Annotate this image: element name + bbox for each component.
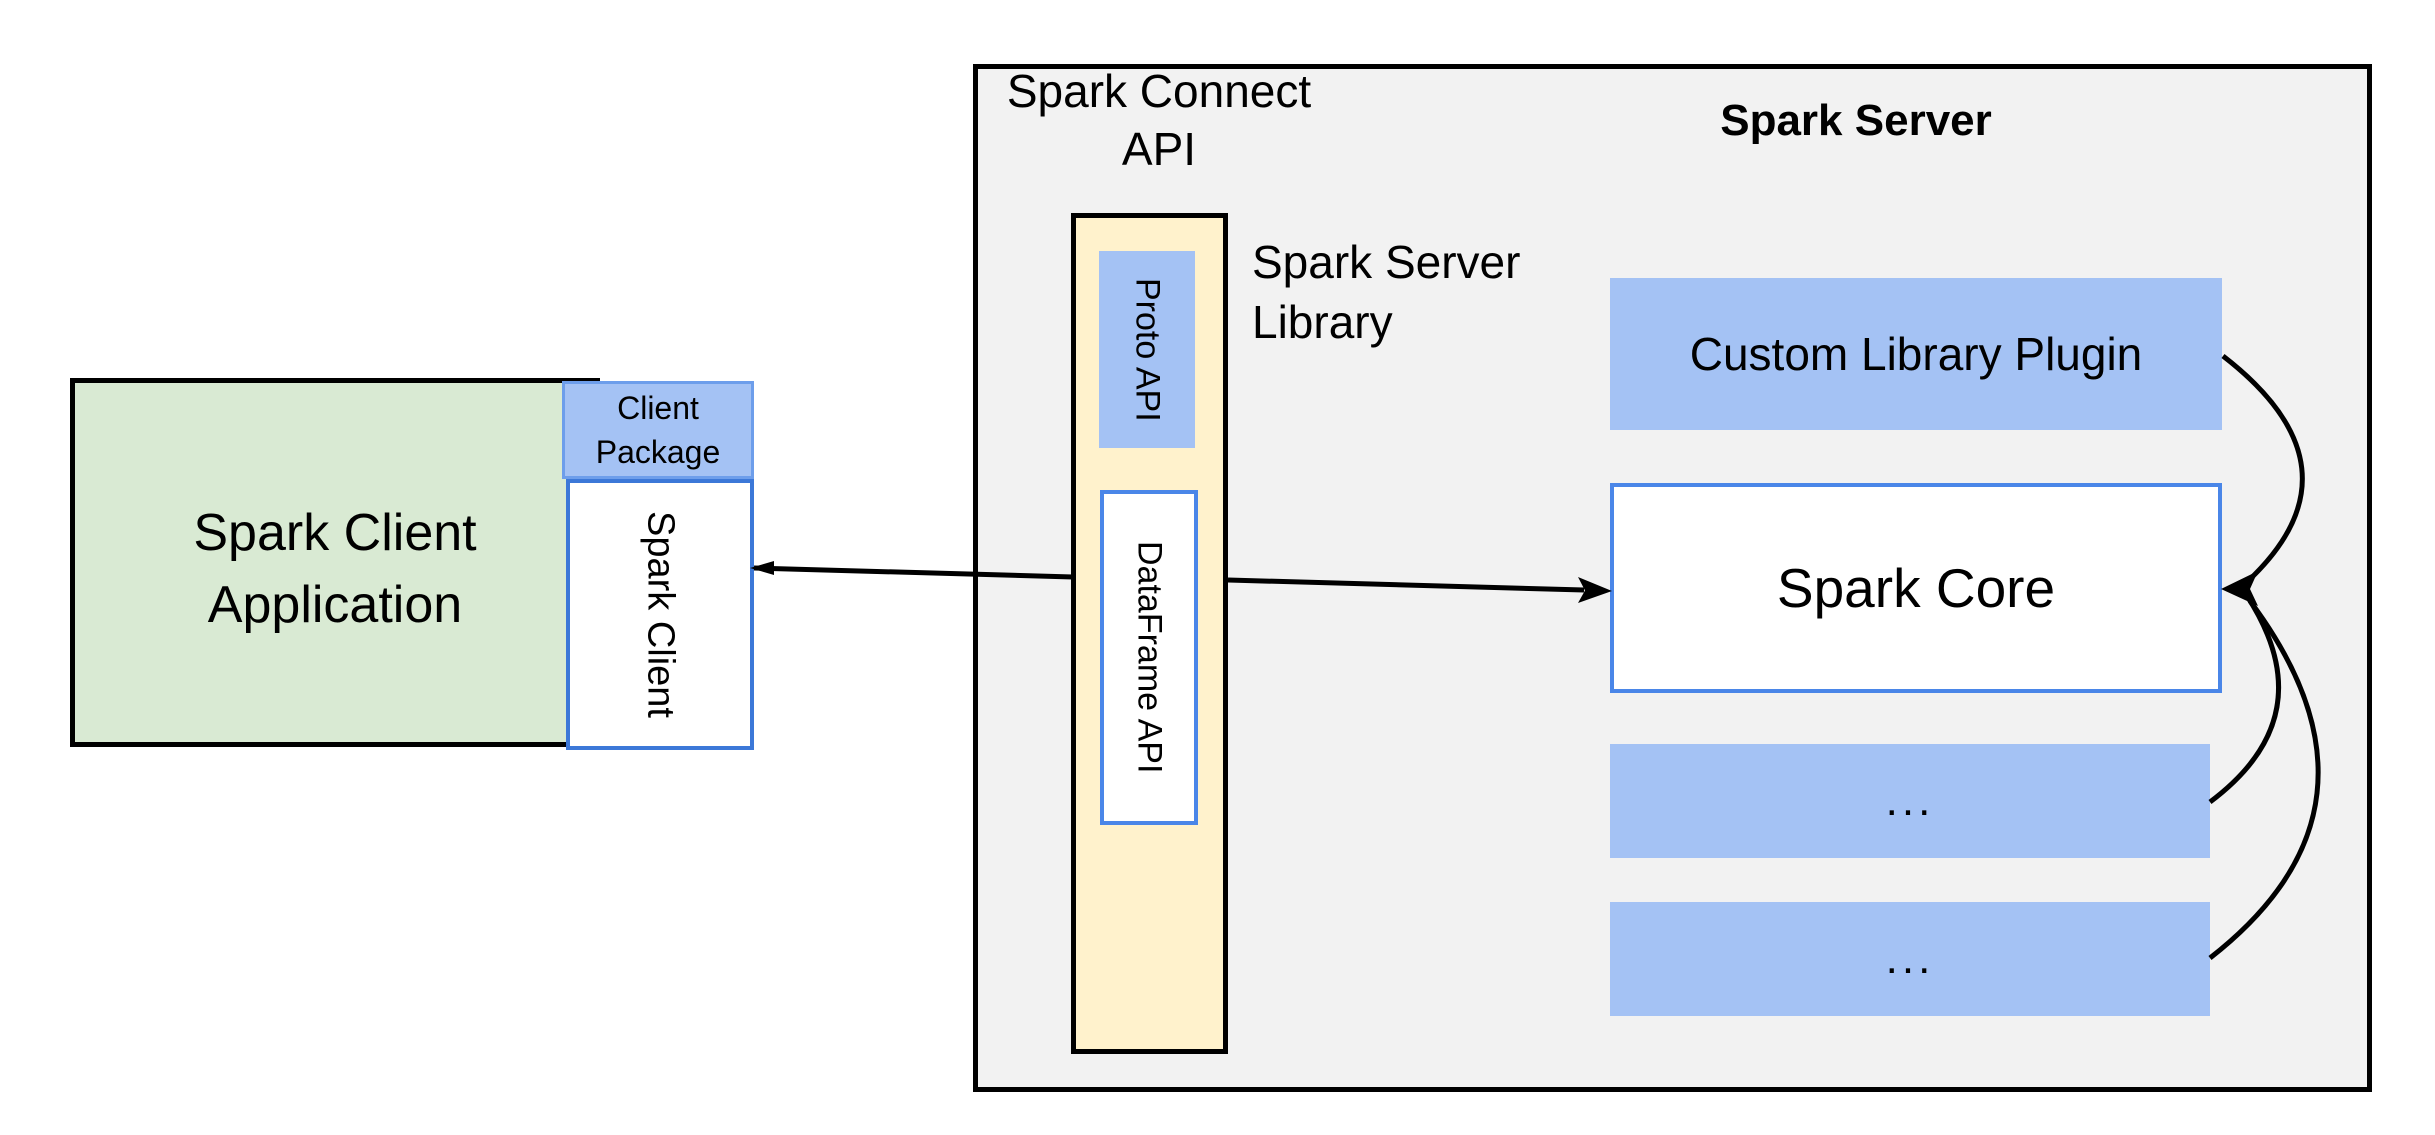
plugin-ellipsis-box-1: ...	[1610, 744, 2210, 858]
ellipsis-label-1: ...	[1885, 776, 1935, 825]
ellipsis-label-2: ...	[1885, 934, 1935, 983]
spark-core-box: Spark Core	[1610, 483, 2222, 693]
dataframe-api-box: DataFrame API	[1100, 490, 1198, 825]
spark-server-title: Spark Server	[1720, 96, 1992, 145]
proto-api-label: Proto API	[1128, 277, 1167, 422]
dataframe-api-label: DataFrame API	[1130, 541, 1169, 774]
client-package-label: Client Package	[595, 390, 721, 470]
spark-client-application-label: Spark Client Application	[193, 504, 477, 634]
plugin-ellipsis-box-2: ...	[1610, 902, 2210, 1016]
spark-connect-api-title: Spark Connect API	[1006, 65, 1312, 175]
spark-client-label: Spark Client	[639, 511, 682, 718]
custom-library-plugin-box: Custom Library Plugin	[1610, 278, 2222, 430]
spark-client-box: Spark Client	[566, 479, 754, 750]
client-package-box: Client Package	[562, 381, 754, 479]
custom-library-plugin-label: Custom Library Plugin	[1689, 328, 2143, 380]
proto-api-box: Proto API	[1099, 251, 1195, 448]
spark-server-library-label: Spark Server Library	[1252, 236, 1521, 348]
spark-client-application-box	[70, 378, 600, 747]
spark-core-label: Spark Core	[1776, 557, 2056, 619]
